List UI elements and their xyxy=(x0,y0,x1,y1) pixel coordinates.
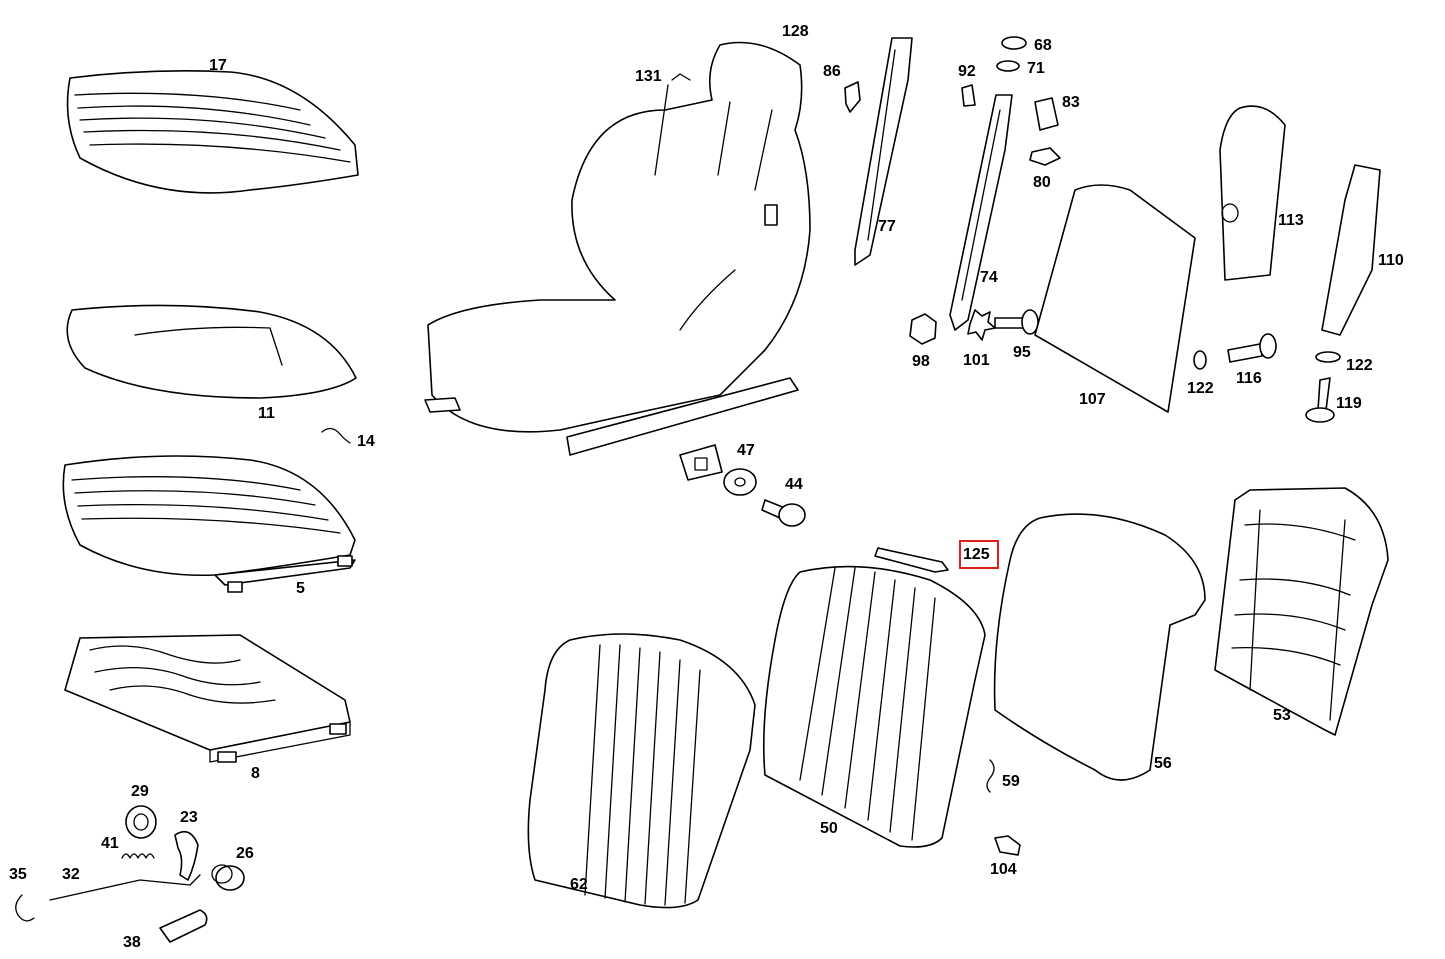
part-113-cover xyxy=(1219,105,1286,281)
label-part-125[interactable]: 125 xyxy=(963,546,990,563)
label-part-17: 17 xyxy=(209,57,227,74)
part-80-nut xyxy=(1029,147,1061,166)
part-71-washer xyxy=(996,60,1020,72)
part-47-slot xyxy=(694,457,708,471)
part-116-screw xyxy=(1227,333,1277,363)
label-part-122-left: 122 xyxy=(1187,380,1214,397)
part-86-bracket xyxy=(844,81,861,113)
label-part-80: 80 xyxy=(1033,174,1051,191)
label-part-101: 101 xyxy=(963,352,990,369)
label-part-53: 53 xyxy=(1273,707,1291,724)
part-32-rod xyxy=(49,874,201,901)
part-26-knob xyxy=(211,864,245,891)
part-98-nut xyxy=(909,313,937,345)
label-part-32: 32 xyxy=(62,866,80,883)
label-part-77: 77 xyxy=(878,218,896,235)
part-131-cable xyxy=(671,73,691,81)
part-56-backrest-cover xyxy=(993,513,1206,781)
part-44-screw xyxy=(761,499,806,527)
part-122-washer-left xyxy=(1193,350,1207,370)
part-95-screw xyxy=(994,309,1039,335)
part-92-clip xyxy=(961,84,976,107)
label-part-92: 92 xyxy=(958,63,976,80)
label-part-104: 104 xyxy=(990,861,1017,878)
part-101-star-washer xyxy=(967,309,996,341)
label-part-110: 110 xyxy=(1378,252,1404,269)
label-part-107: 107 xyxy=(1079,391,1106,408)
part-74-rail xyxy=(949,94,1013,331)
label-part-83: 83 xyxy=(1062,94,1080,111)
label-part-131: 131 xyxy=(635,68,662,85)
label-part-113: 113 xyxy=(1278,212,1304,229)
part-119-screw xyxy=(1305,377,1335,423)
part-50-backrest-cushion xyxy=(762,565,986,848)
label-part-86: 86 xyxy=(823,63,841,80)
label-part-71: 71 xyxy=(1027,60,1045,77)
part-122-washer-right xyxy=(1315,351,1341,363)
part-11-seat-pad xyxy=(66,304,357,399)
label-part-41: 41 xyxy=(101,835,119,852)
label-part-23: 23 xyxy=(180,809,198,826)
part-125-bracket xyxy=(874,547,949,573)
label-part-68: 68 xyxy=(1034,37,1052,54)
part-59-clip xyxy=(986,759,995,793)
part-14-clip xyxy=(321,427,351,444)
part-29-bushing xyxy=(125,805,157,839)
label-part-47: 47 xyxy=(737,442,755,459)
label-part-50: 50 xyxy=(820,820,838,837)
part-83-block xyxy=(1034,97,1059,131)
part-35-clip xyxy=(15,894,35,922)
label-part-122-right: 122 xyxy=(1346,357,1373,374)
part-44-washer xyxy=(723,468,757,496)
label-part-44: 44 xyxy=(785,476,803,493)
label-part-74: 74 xyxy=(980,269,998,286)
part-53-backrest-frame xyxy=(1214,487,1389,736)
label-part-119: 119 xyxy=(1336,395,1362,412)
label-part-56: 56 xyxy=(1154,755,1172,772)
part-107-back-panel xyxy=(1034,184,1196,413)
part-110-cover xyxy=(1321,164,1381,336)
part-8-seat-frame xyxy=(64,634,351,763)
part-17-seat-cover xyxy=(66,70,359,194)
part-41-spring xyxy=(121,853,155,859)
label-part-5: 5 xyxy=(296,580,305,597)
label-part-98: 98 xyxy=(912,353,930,370)
label-part-29: 29 xyxy=(131,783,149,800)
label-part-38: 38 xyxy=(123,934,141,951)
label-part-95: 95 xyxy=(1013,344,1031,361)
part-62-backrest-cushion xyxy=(527,633,756,909)
part-128-complete-seat xyxy=(424,41,811,456)
part-77-rail xyxy=(854,37,913,266)
label-part-11: 11 xyxy=(258,405,275,422)
part-23-lever xyxy=(174,830,199,881)
highlight-box-125 xyxy=(959,540,999,569)
part-104-clip xyxy=(994,835,1021,856)
part-5-seat-cushion xyxy=(62,455,356,593)
part-38-handle xyxy=(159,909,208,943)
label-part-35: 35 xyxy=(9,866,27,883)
label-part-26: 26 xyxy=(236,845,254,862)
label-part-128: 128 xyxy=(782,23,809,40)
label-part-8: 8 xyxy=(251,765,260,782)
part-68-cap xyxy=(1001,36,1027,50)
label-part-59: 59 xyxy=(1002,773,1020,790)
label-part-116: 116 xyxy=(1236,370,1262,387)
label-part-14: 14 xyxy=(357,433,375,450)
label-part-62: 62 xyxy=(570,876,588,893)
part-47-bracket xyxy=(679,444,723,481)
